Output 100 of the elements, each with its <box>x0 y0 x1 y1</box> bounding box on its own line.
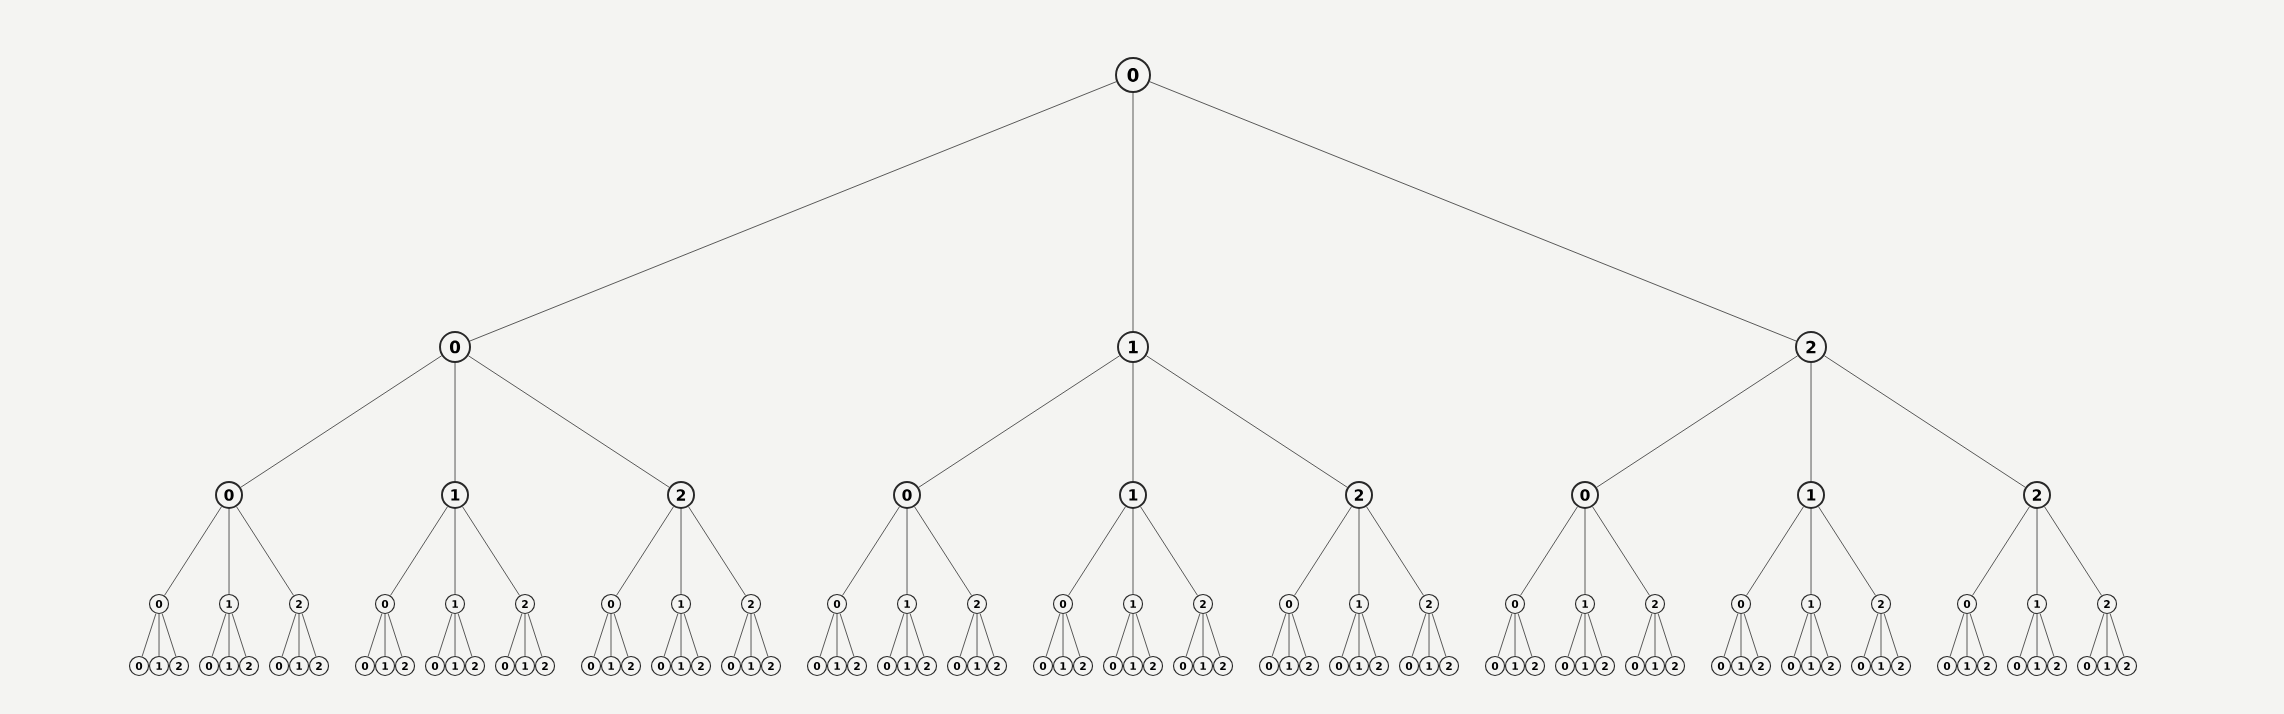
tree-edge <box>914 506 972 596</box>
tree-edge <box>467 355 670 488</box>
tree-edge <box>842 506 900 596</box>
tree-edge <box>1271 613 1287 657</box>
tree-edge <box>1115 613 1131 657</box>
tree-edge <box>1810 613 1812 657</box>
tree-edge <box>1411 613 1427 657</box>
tree-edge <box>1517 613 1533 657</box>
tree-edge <box>231 613 247 657</box>
tree-edge <box>437 613 453 657</box>
tree-edge <box>1813 613 1829 657</box>
tree-edge <box>1135 613 1151 657</box>
tree-edge <box>1497 613 1513 657</box>
tree-edge <box>918 355 1121 488</box>
tree-edge <box>733 613 749 657</box>
tree-edge <box>680 508 682 595</box>
tree-edge <box>1185 613 1201 657</box>
tree-edge <box>524 613 526 657</box>
tree-edge <box>462 506 520 596</box>
tree-edge <box>1149 81 1797 342</box>
tree-edge <box>1883 613 1899 657</box>
tree-edge <box>1966 613 1968 657</box>
tree-edge <box>839 613 855 657</box>
tree-edge <box>228 613 230 657</box>
tree-edge <box>1062 613 1064 657</box>
tree-edge <box>1949 613 1965 657</box>
tree-edge <box>1361 613 1377 657</box>
tree-edge <box>1880 613 1882 657</box>
tree-edge <box>454 508 456 595</box>
tree-edge <box>1205 613 1221 657</box>
tree-edge <box>1065 613 1081 657</box>
tree-edge <box>663 613 679 657</box>
tree-edge <box>959 613 975 657</box>
tree-edge <box>2109 613 2125 657</box>
tree-edge <box>2036 508 2038 595</box>
tree-edge <box>1366 506 1424 596</box>
tree-edge <box>2089 613 2105 657</box>
tree-edge <box>367 613 383 657</box>
tree-edge <box>1288 613 1290 657</box>
tree-edge <box>1140 506 1198 596</box>
tree-edge <box>161 613 177 657</box>
tree-edge <box>298 613 300 657</box>
tree-edge <box>1584 508 1586 595</box>
tree-edge <box>909 613 925 657</box>
tree-edge <box>613 613 629 657</box>
tree-edge <box>2044 506 2102 596</box>
tree-edge <box>1431 613 1447 657</box>
tree-edge <box>1132 92 1134 332</box>
tree-edge <box>1723 613 1739 657</box>
tree-edge <box>680 613 682 657</box>
tree-edge <box>1587 613 1603 657</box>
tree-edge <box>527 613 543 657</box>
tree-edge <box>819 613 835 657</box>
tree-edge <box>1132 613 1134 657</box>
tree-edge <box>1514 613 1516 657</box>
tree-edge <box>1972 506 2030 596</box>
tree-edge <box>2106 613 2108 657</box>
tree-edge <box>301 613 317 657</box>
tree-edge <box>387 613 403 657</box>
tree-edge <box>384 613 386 657</box>
tree-edge <box>1520 506 1578 596</box>
tree-edge <box>1863 613 1879 657</box>
tree-edge <box>1810 362 1812 482</box>
tree-edge <box>1291 613 1307 657</box>
tree-edge <box>2039 613 2055 657</box>
tree-edge <box>228 508 230 595</box>
tree-edge <box>164 506 222 596</box>
tree-edge <box>457 613 473 657</box>
tree-edge <box>1145 355 1348 488</box>
tree-edge <box>610 613 612 657</box>
tree-edge <box>1358 613 1360 657</box>
tree-edge <box>1654 613 1656 657</box>
tree-edge <box>1818 506 1876 596</box>
tree-edge <box>454 613 456 657</box>
tree-edge <box>240 355 443 488</box>
tree-edge <box>750 613 752 657</box>
tree-edge <box>158 613 160 657</box>
tree-edge <box>906 508 908 595</box>
tree-edge <box>906 613 908 657</box>
tree-edge <box>236 506 294 596</box>
tree-edge <box>1823 355 2026 488</box>
tree-edge <box>1740 613 1742 657</box>
tree-edge <box>141 613 157 657</box>
tree-edge <box>469 81 1117 342</box>
tree-edge <box>1596 355 1799 488</box>
tree-edge <box>281 613 297 657</box>
tree-edge <box>979 613 995 657</box>
tree-edge <box>1567 613 1583 657</box>
tree-edge <box>1132 362 1134 482</box>
tree-edge <box>1294 506 1352 596</box>
tree-edge <box>593 613 609 657</box>
tree-edge <box>1132 508 1134 595</box>
tree-edge <box>2036 613 2038 657</box>
tree-edge <box>616 506 674 596</box>
tree-edge <box>390 506 448 596</box>
tree-edge <box>1810 508 1812 595</box>
tree-edge <box>836 613 838 657</box>
tree-edge <box>211 613 227 657</box>
tree-edge <box>1341 613 1357 657</box>
tree-edge <box>688 506 746 596</box>
